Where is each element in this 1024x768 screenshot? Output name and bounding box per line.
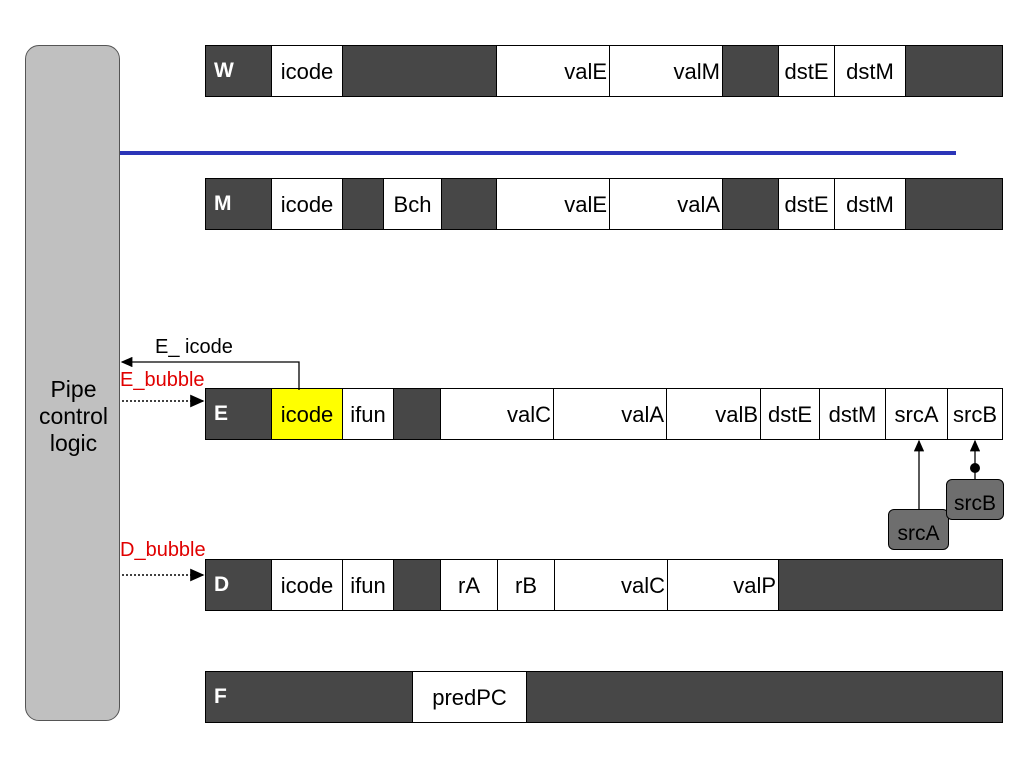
pipe-control-logic: Pipe control logic xyxy=(25,45,120,721)
e-valc-field: valC xyxy=(440,389,554,439)
stage-m-register: M icode Bch valE valA dstE dstM xyxy=(205,178,1003,230)
stage-w-letter: W xyxy=(214,59,234,82)
e-bubble-label: E_bubble xyxy=(120,369,205,391)
e-dste-field: dstE xyxy=(760,389,820,439)
e-ifun-field: ifun xyxy=(342,389,394,439)
stage-m-letter: M xyxy=(214,192,232,215)
srcb-junction-dot xyxy=(970,463,980,473)
m-vale-field: valE xyxy=(496,179,610,229)
e-icode-wire xyxy=(120,356,300,390)
m-vala-field: valA xyxy=(609,179,723,229)
srcb-source-box: srcB xyxy=(946,479,1004,520)
w-icode-field: icode xyxy=(271,46,343,96)
e-srca-field: srcA xyxy=(885,389,948,439)
d-ifun-field: ifun xyxy=(342,560,394,610)
stage-f-register: F predPC xyxy=(205,671,1003,723)
e-valb-field: valB xyxy=(666,389,761,439)
stage-d-letter: D xyxy=(214,573,230,596)
m-bch-field: Bch xyxy=(383,179,442,229)
e-icode-field: icode xyxy=(271,389,343,439)
stage-d-register: D icode ifun rA rB valC valP xyxy=(205,559,1003,611)
w-dste-field: dstE xyxy=(778,46,835,96)
e-vala-field: valA xyxy=(553,389,667,439)
stage-w-register: W icode valE valM dstE dstM xyxy=(205,45,1003,97)
srca-source-box: srcA xyxy=(888,509,949,550)
e-srcb-field: srcB xyxy=(947,389,1003,439)
w-vale-field: valE xyxy=(496,46,610,96)
stage-e-letter: E xyxy=(214,402,229,425)
e-icode-label: E_ icode xyxy=(155,336,233,358)
f-predpc-field: predPC xyxy=(412,672,527,722)
m-icode-field: icode xyxy=(271,179,343,229)
pipe-control-logic-label: Pipe control logic xyxy=(38,376,109,456)
stage-separator-line xyxy=(120,151,956,155)
d-valp-field: valP xyxy=(667,560,779,610)
stage-e-register: E icode ifun valC valA valB dstE dstM sr… xyxy=(205,388,1003,440)
d-bubble-label: D_bubble xyxy=(120,539,206,561)
w-valm-field: valM xyxy=(609,46,723,96)
m-dste-field: dstE xyxy=(778,179,835,229)
d-valc-field: valC xyxy=(554,560,668,610)
stage-f-letter: F xyxy=(214,685,227,708)
w-dstm-field: dstM xyxy=(834,46,906,96)
e-dstm-field: dstM xyxy=(819,389,886,439)
d-rb-field: rB xyxy=(497,560,555,610)
m-dstm-field: dstM xyxy=(834,179,906,229)
